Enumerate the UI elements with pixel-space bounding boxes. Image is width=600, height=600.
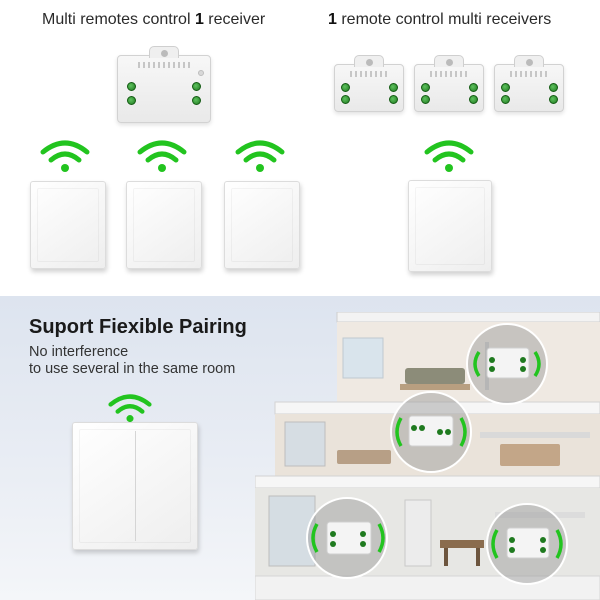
magnifier-receiver-1 (466, 323, 548, 405)
wifi-signal-icon (235, 138, 285, 174)
receiver-module-icon (117, 46, 211, 123)
wifi-signal-icon (108, 392, 152, 424)
heading-right-text: remote control multi receivers (336, 11, 552, 28)
feature-subtitle-line1: No interference (29, 344, 129, 360)
house-cutaway-drawing (254, 311, 600, 600)
receiver-module-icon (494, 55, 564, 112)
wall-switch-icon (408, 180, 492, 272)
heading-one-remote: 1 remote control multi receivers (328, 11, 551, 29)
house-illustration (254, 311, 600, 600)
feature-title: Suport Fiexible Pairing (29, 316, 247, 338)
receiver-module-icon (334, 55, 404, 112)
magnifier-receiver-2 (390, 391, 472, 473)
wall-switch-icon (224, 181, 300, 269)
wall-switch-icon (126, 181, 202, 269)
receiver-module-icon (414, 55, 484, 112)
heading-left-text-b: receiver (203, 11, 266, 28)
wifi-signal-icon (40, 138, 90, 174)
heading-multi-remotes: Multi remotes control 1 receiver (42, 11, 265, 29)
wifi-signal-icon (424, 138, 474, 174)
magnifier-receiver-3 (306, 497, 388, 579)
heading-left-number: 1 (194, 11, 204, 28)
wifi-signal-icon (137, 138, 187, 174)
wall-switch-icon (30, 181, 106, 269)
heading-right-number: 1 (328, 11, 337, 28)
magnifier-receiver-4 (486, 503, 568, 585)
heading-left-text-a: Multi remotes control (42, 11, 195, 28)
top-section: Multi remotes control 1 receiver 1 remot… (0, 0, 600, 296)
double-wall-switch-icon (72, 422, 198, 550)
bottom-section: Suport Fiexible Pairing No interference … (0, 296, 600, 600)
feature-subtitle-line2: to use several in the same room (29, 361, 236, 377)
